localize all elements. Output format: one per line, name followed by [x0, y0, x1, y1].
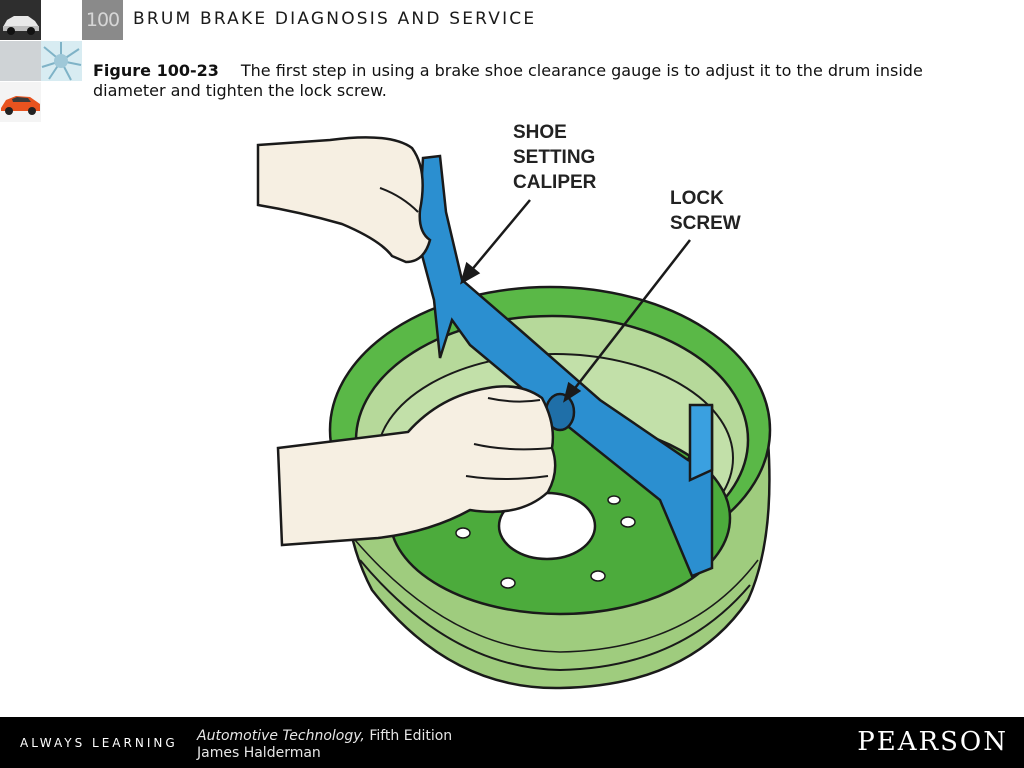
upper-hand [256, 136, 432, 264]
chapter-title: BRUM BRAKE DIAGNOSIS AND SERVICE [133, 9, 537, 29]
footer-tagline: ALWAYS LEARNING [20, 736, 178, 750]
brake-drum-illustration: SHOE SETTING CALIPER LOCK SCREW [250, 118, 790, 698]
blank-photo-icon [0, 41, 41, 81]
lock-screw-label: LOCK SCREW [670, 188, 741, 234]
car-photo-icon [0, 0, 41, 40]
figure-label: Figure 100-23 [93, 61, 219, 80]
footer-bar: ALWAYS LEARNING Automotive Technology, F… [0, 717, 1024, 768]
book-title: Automotive Technology, [197, 728, 365, 744]
book-credit: Automotive Technology, Fifth Edition Jam… [197, 728, 452, 762]
gear-photo-icon [41, 41, 82, 81]
drum-caliper-drawing [256, 136, 772, 690]
sports-car-photo-icon [0, 82, 41, 122]
publisher-logo: PEARSON [857, 727, 1008, 757]
caliper-label: SHOE SETTING CALIPER [513, 122, 597, 193]
label-arrows [459, 199, 691, 403]
book-author: James Halderman [197, 745, 321, 761]
caption-text: The first step in using a brake shoe cle… [93, 61, 923, 100]
lower-hand [276, 385, 557, 547]
chapter-number: 100 [82, 0, 123, 40]
chapter-thumbnails [0, 0, 41, 122]
book-edition: Fifth Edition [364, 728, 453, 744]
